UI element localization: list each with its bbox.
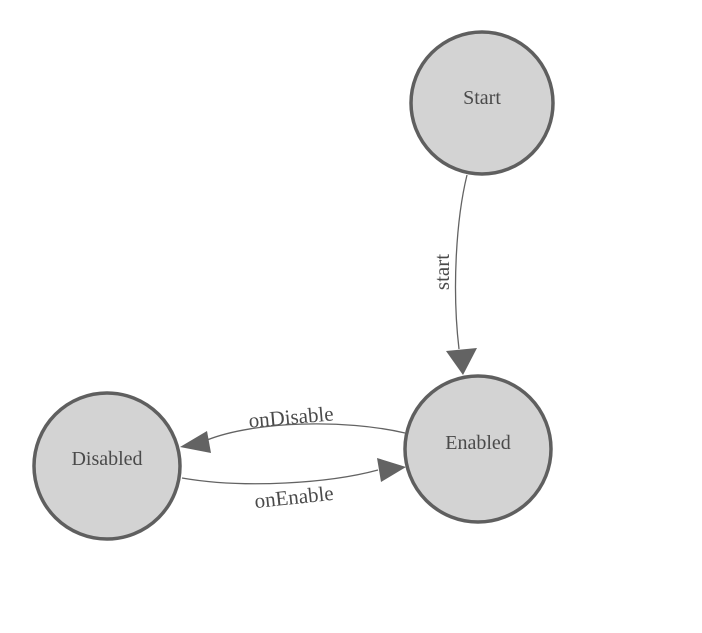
transition-disabled-to-enabled: onEnable (181, 458, 406, 513)
transition-edge-ondisable[interactable] (206, 423, 406, 441)
state-node-start[interactable] (409, 30, 555, 176)
arrowhead-icon-ondisable (180, 431, 211, 453)
transition-edge-start[interactable] (454, 174, 468, 350)
transition-edge-onenable[interactable] (181, 469, 379, 485)
state-start: Start (409, 30, 555, 176)
state-enabled: Enabled (403, 374, 553, 524)
transition-label-onenable: onEnable (253, 481, 334, 513)
transition-label-start: start (430, 254, 454, 290)
state-disabled: Disabled (32, 391, 182, 541)
arrowhead-icon-start (446, 348, 477, 375)
transition-label-ondisable: onDisable (248, 401, 335, 432)
transition-enabled-to-disabled: onDisable (180, 401, 406, 453)
state-node-enabled[interactable] (403, 374, 553, 524)
transition-start-to-enabled: start (430, 174, 477, 375)
arrowhead-icon-onenable (377, 458, 406, 482)
state-node-disabled[interactable] (32, 391, 182, 541)
